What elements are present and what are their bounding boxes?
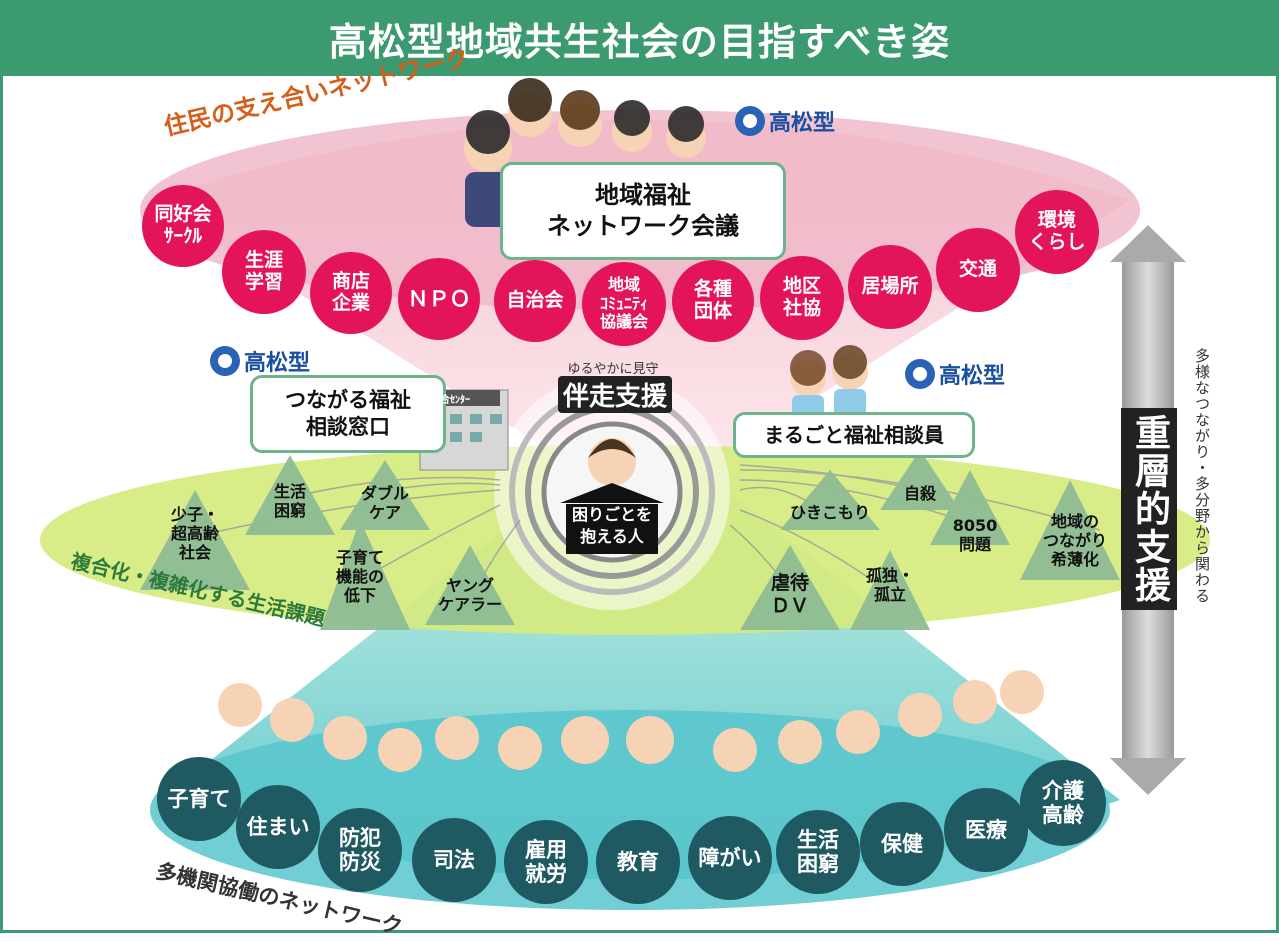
issue-poverty: 生活 困窮 bbox=[273, 482, 306, 521]
agency-crime-disaster: 防犯 防災 bbox=[318, 808, 402, 892]
takamatsu-logo-icon bbox=[905, 359, 935, 389]
agency-employment: 雇用 就労 bbox=[504, 820, 588, 904]
circle-organizations: 各種 団体 bbox=[672, 260, 754, 342]
issue-isolation: 孤独・ 孤立 bbox=[865, 566, 914, 605]
residents-brand: 高松型 bbox=[735, 105, 835, 137]
agency-education: 教育 bbox=[596, 820, 680, 904]
issue-weak-ties: 地域の つながり 希薄化 bbox=[1042, 512, 1107, 570]
issue-young-carer: ヤング ケアラー bbox=[437, 576, 502, 615]
consult-brand: 高松型 bbox=[210, 345, 310, 377]
circle-environment: 環境 くらし bbox=[1015, 190, 1099, 274]
accompany-support-title: 伴走支援 bbox=[558, 376, 672, 413]
diverse-connections-note: 多様なつながり・多分野から関わる bbox=[1193, 348, 1211, 604]
agency-health: 保健 bbox=[860, 802, 944, 886]
troubled-person-label: 困りごとを 抱える人 bbox=[566, 504, 658, 554]
agency-justice: 司法 bbox=[412, 818, 496, 902]
circle-community: 地域 ｺﾐｭﾆﾃｨ 協議会 bbox=[582, 262, 666, 346]
issue-hikikomori: ひきこもり bbox=[789, 503, 870, 522]
circle-hobby: 同好会 ｻｰｸﾙ bbox=[142, 185, 224, 267]
building-sign: 総合ｾﾝﾀｰ bbox=[430, 395, 470, 406]
agency-staff-illustration bbox=[218, 670, 1044, 772]
agency-medical: 医療 bbox=[944, 788, 1028, 872]
circle-transport: 交通 bbox=[936, 228, 1020, 312]
circle-district-welfare: 地区 社協 bbox=[760, 256, 844, 340]
residents-people-illustration bbox=[464, 78, 706, 227]
agency-poverty: 生活 困窮 bbox=[776, 810, 860, 894]
issue-abuse-dv: 虐待 ＤＶ bbox=[770, 572, 809, 617]
worker-brand: 高松型 bbox=[905, 358, 1005, 390]
circle-neighborhood: 自治会 bbox=[494, 260, 576, 342]
circle-place: 居場所 bbox=[848, 245, 932, 329]
circle-business: 商店 企業 bbox=[310, 252, 392, 334]
agency-elderly-care: 介護 高齢 bbox=[1020, 760, 1106, 846]
circle-lifelong: 生涯 学習 bbox=[222, 230, 306, 314]
consult-window-box: つながる福祉 相談窓口 bbox=[250, 375, 446, 453]
issue-double-care: ダブル ケア bbox=[360, 484, 409, 523]
issue-suicide: 自殺 bbox=[903, 484, 936, 503]
issue-aging: 少子・ 超高齢 社会 bbox=[170, 505, 219, 563]
agency-housing: 住まい bbox=[236, 785, 320, 869]
issue-childrearing: 子育て 機能の 低下 bbox=[335, 548, 384, 606]
layered-support-label: 重層的支援 bbox=[1121, 408, 1177, 610]
worker-box: まるごと福祉相談員 bbox=[733, 412, 975, 458]
takamatsu-logo-icon bbox=[210, 346, 240, 376]
circle-npo: ＮＰＯ bbox=[398, 258, 480, 340]
troubled-person-illustration bbox=[560, 438, 664, 503]
takamatsu-logo-icon bbox=[735, 106, 765, 136]
issue-8050: 8050 問題 bbox=[952, 516, 998, 555]
consultants-illustration bbox=[790, 345, 868, 433]
agency-disability: 障がい bbox=[688, 816, 772, 900]
page-title: 高松型地域共生社会の目指すべき姿 bbox=[0, 0, 1279, 76]
agency-childcare: 子育て bbox=[157, 757, 241, 841]
network-meeting-box: 地域福祉 ネットワーク会議 bbox=[500, 162, 786, 260]
